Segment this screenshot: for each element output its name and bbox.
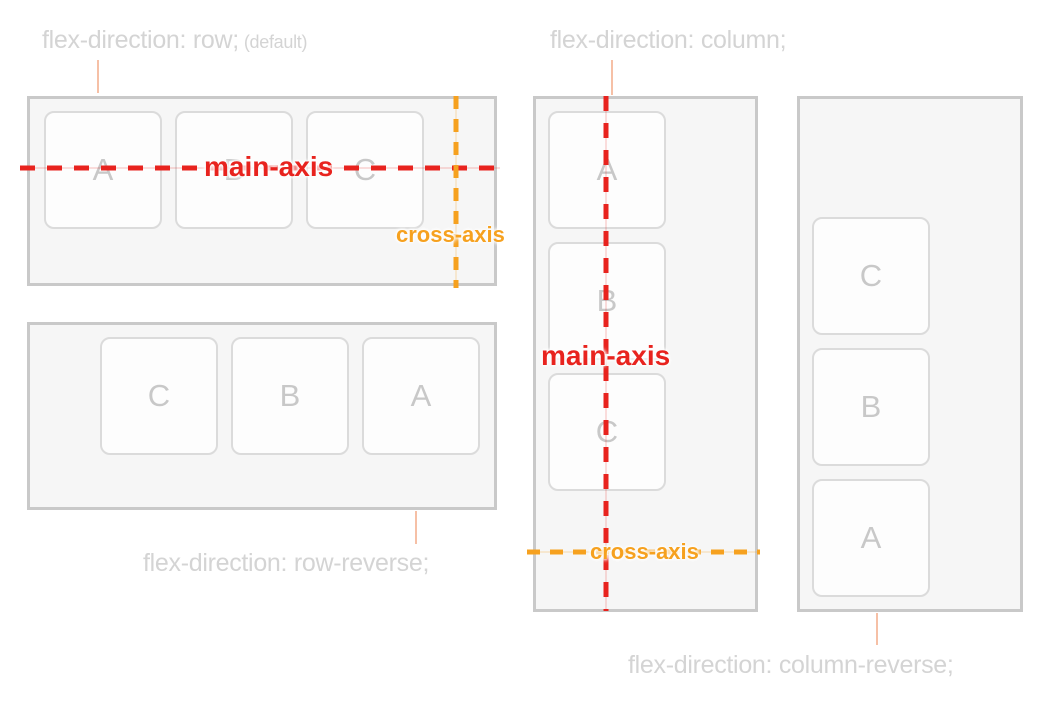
caption-column: flex-direction: column; <box>550 26 787 55</box>
flex-item: C <box>100 337 218 455</box>
flex-item: B <box>812 348 930 466</box>
caption-row-reverse-text: flex-direction: row-reverse; <box>143 549 430 577</box>
flex-item: A <box>44 111 162 229</box>
flex-container-row-reverse: C B A <box>27 322 497 510</box>
caption-row-text: flex-direction: row; <box>42 26 239 54</box>
connector-column-caption <box>611 60 613 95</box>
connector-column-reverse-caption <box>876 613 878 645</box>
flex-item: C <box>812 217 930 335</box>
cross-axis-label-column: cross-axis <box>590 539 699 564</box>
caption-row-note: (default) <box>243 32 308 52</box>
flex-item: A <box>362 337 480 455</box>
cross-axis-label-row: cross-axis <box>396 222 505 247</box>
flex-item: A <box>812 479 930 597</box>
connector-row-reverse-caption <box>415 511 417 544</box>
caption-column-reverse-text: flex-direction: column-reverse; <box>628 651 954 679</box>
flex-container-column-reverse: C B A <box>797 96 1023 612</box>
caption-column-reverse: flex-direction: column-reverse; <box>628 651 954 680</box>
flex-item: A <box>548 111 666 229</box>
flex-item: C <box>548 373 666 491</box>
caption-column-text: flex-direction: column; <box>550 26 787 54</box>
caption-row-reverse: flex-direction: row-reverse; <box>143 549 429 578</box>
main-axis-label-column: main-axis <box>541 340 671 371</box>
connector-row-caption <box>97 60 99 93</box>
flex-container-row: A B C <box>27 96 497 286</box>
flex-item: B <box>231 337 349 455</box>
caption-row: flex-direction: row;(default) <box>42 26 308 55</box>
main-axis-label-row: main-axis <box>204 151 334 182</box>
